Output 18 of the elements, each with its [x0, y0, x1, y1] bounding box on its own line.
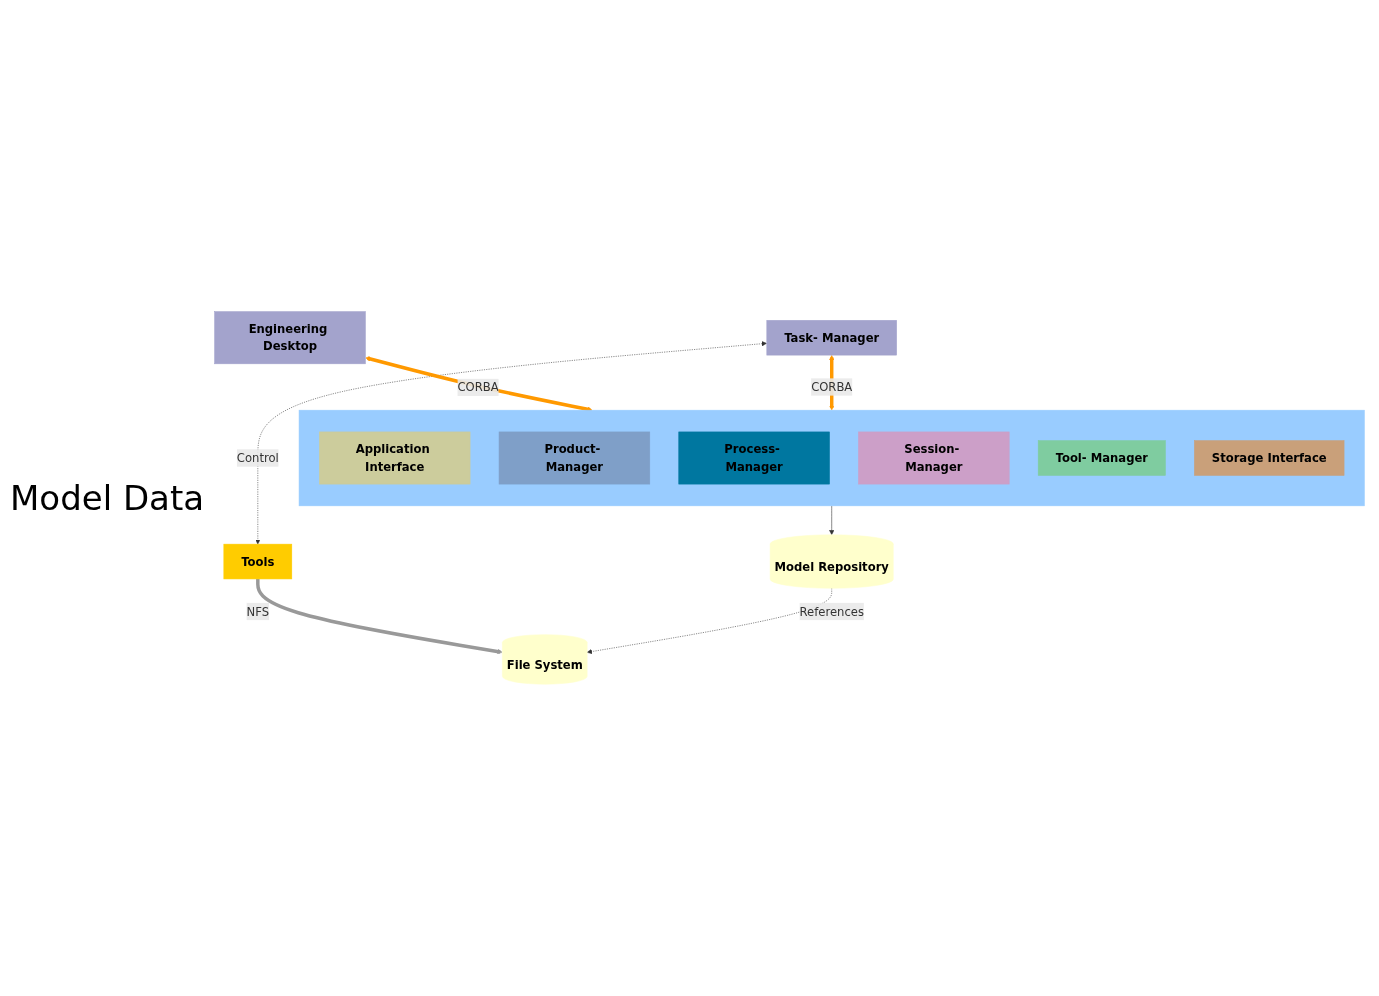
node-box: Engineering Desktop [214, 311, 366, 365]
edge-label: CORBA [457, 380, 499, 395]
node-box: Tool- Manager [1037, 440, 1166, 476]
node-box: Process- Manager [678, 431, 830, 485]
arrow [365, 356, 593, 412]
node-box: Storage Interface [1194, 440, 1345, 476]
side-note: Model Data [10, 478, 206, 518]
node-box: Product- Manager [498, 431, 651, 485]
cluster [298, 410, 1365, 507]
edge-label: CORBA [811, 380, 853, 395]
node-box: Session- Manager [858, 431, 1010, 485]
node-box: Application Interface [319, 431, 471, 485]
node-box: Tools [223, 543, 293, 580]
edge-label: NFS [246, 604, 270, 619]
edge-label: References [799, 604, 864, 619]
node-box: Task- Manager [766, 320, 897, 356]
edge-label: Control [236, 451, 279, 466]
arrow [256, 579, 503, 655]
